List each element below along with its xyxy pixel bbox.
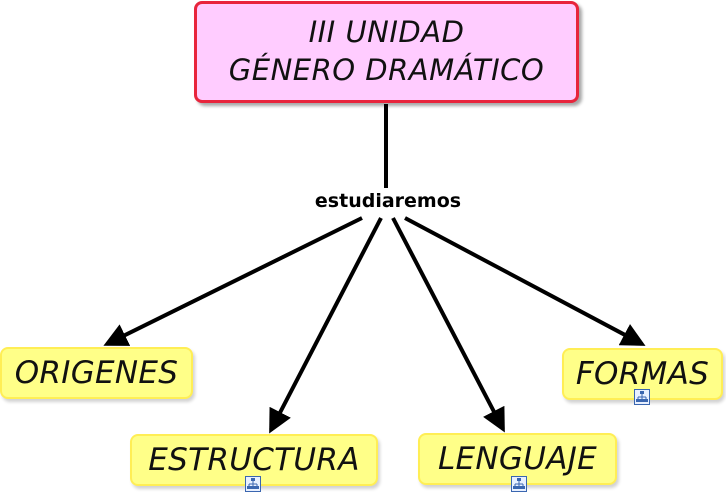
concept-label-formas: FORMAS — [575, 356, 710, 392]
root-concept-node[interactable]: III UNIDAD GÉNERO DRAMÁTICO — [194, 1, 579, 103]
arrow-to-origenes — [103, 216, 363, 346]
concept-label-lenguaje: LENGUAJE — [437, 441, 598, 477]
concept-label-origenes: ORIGENES — [14, 355, 179, 391]
concept-label-estructura: ESTRUCTURA — [148, 442, 360, 478]
arrow-to-estructura — [269, 217, 383, 434]
arrow-to-formas — [404, 216, 646, 346]
submap-icon[interactable] — [245, 476, 261, 492]
arrow-to-lenguaje — [391, 217, 505, 433]
linking-phrase: estudiaremos — [300, 188, 476, 214]
concept-node-formas[interactable]: FORMAS — [562, 348, 723, 400]
root-title-line2: GÉNERO DRAMÁTICO — [228, 53, 545, 87]
submap-icon[interactable] — [634, 389, 650, 405]
root-title-line1: III UNIDAD — [308, 15, 465, 50]
concept-node-origenes[interactable]: ORIGENES — [0, 347, 193, 399]
concept-node-estructura[interactable]: ESTRUCTURA — [130, 434, 378, 486]
submap-icon[interactable] — [511, 476, 527, 492]
